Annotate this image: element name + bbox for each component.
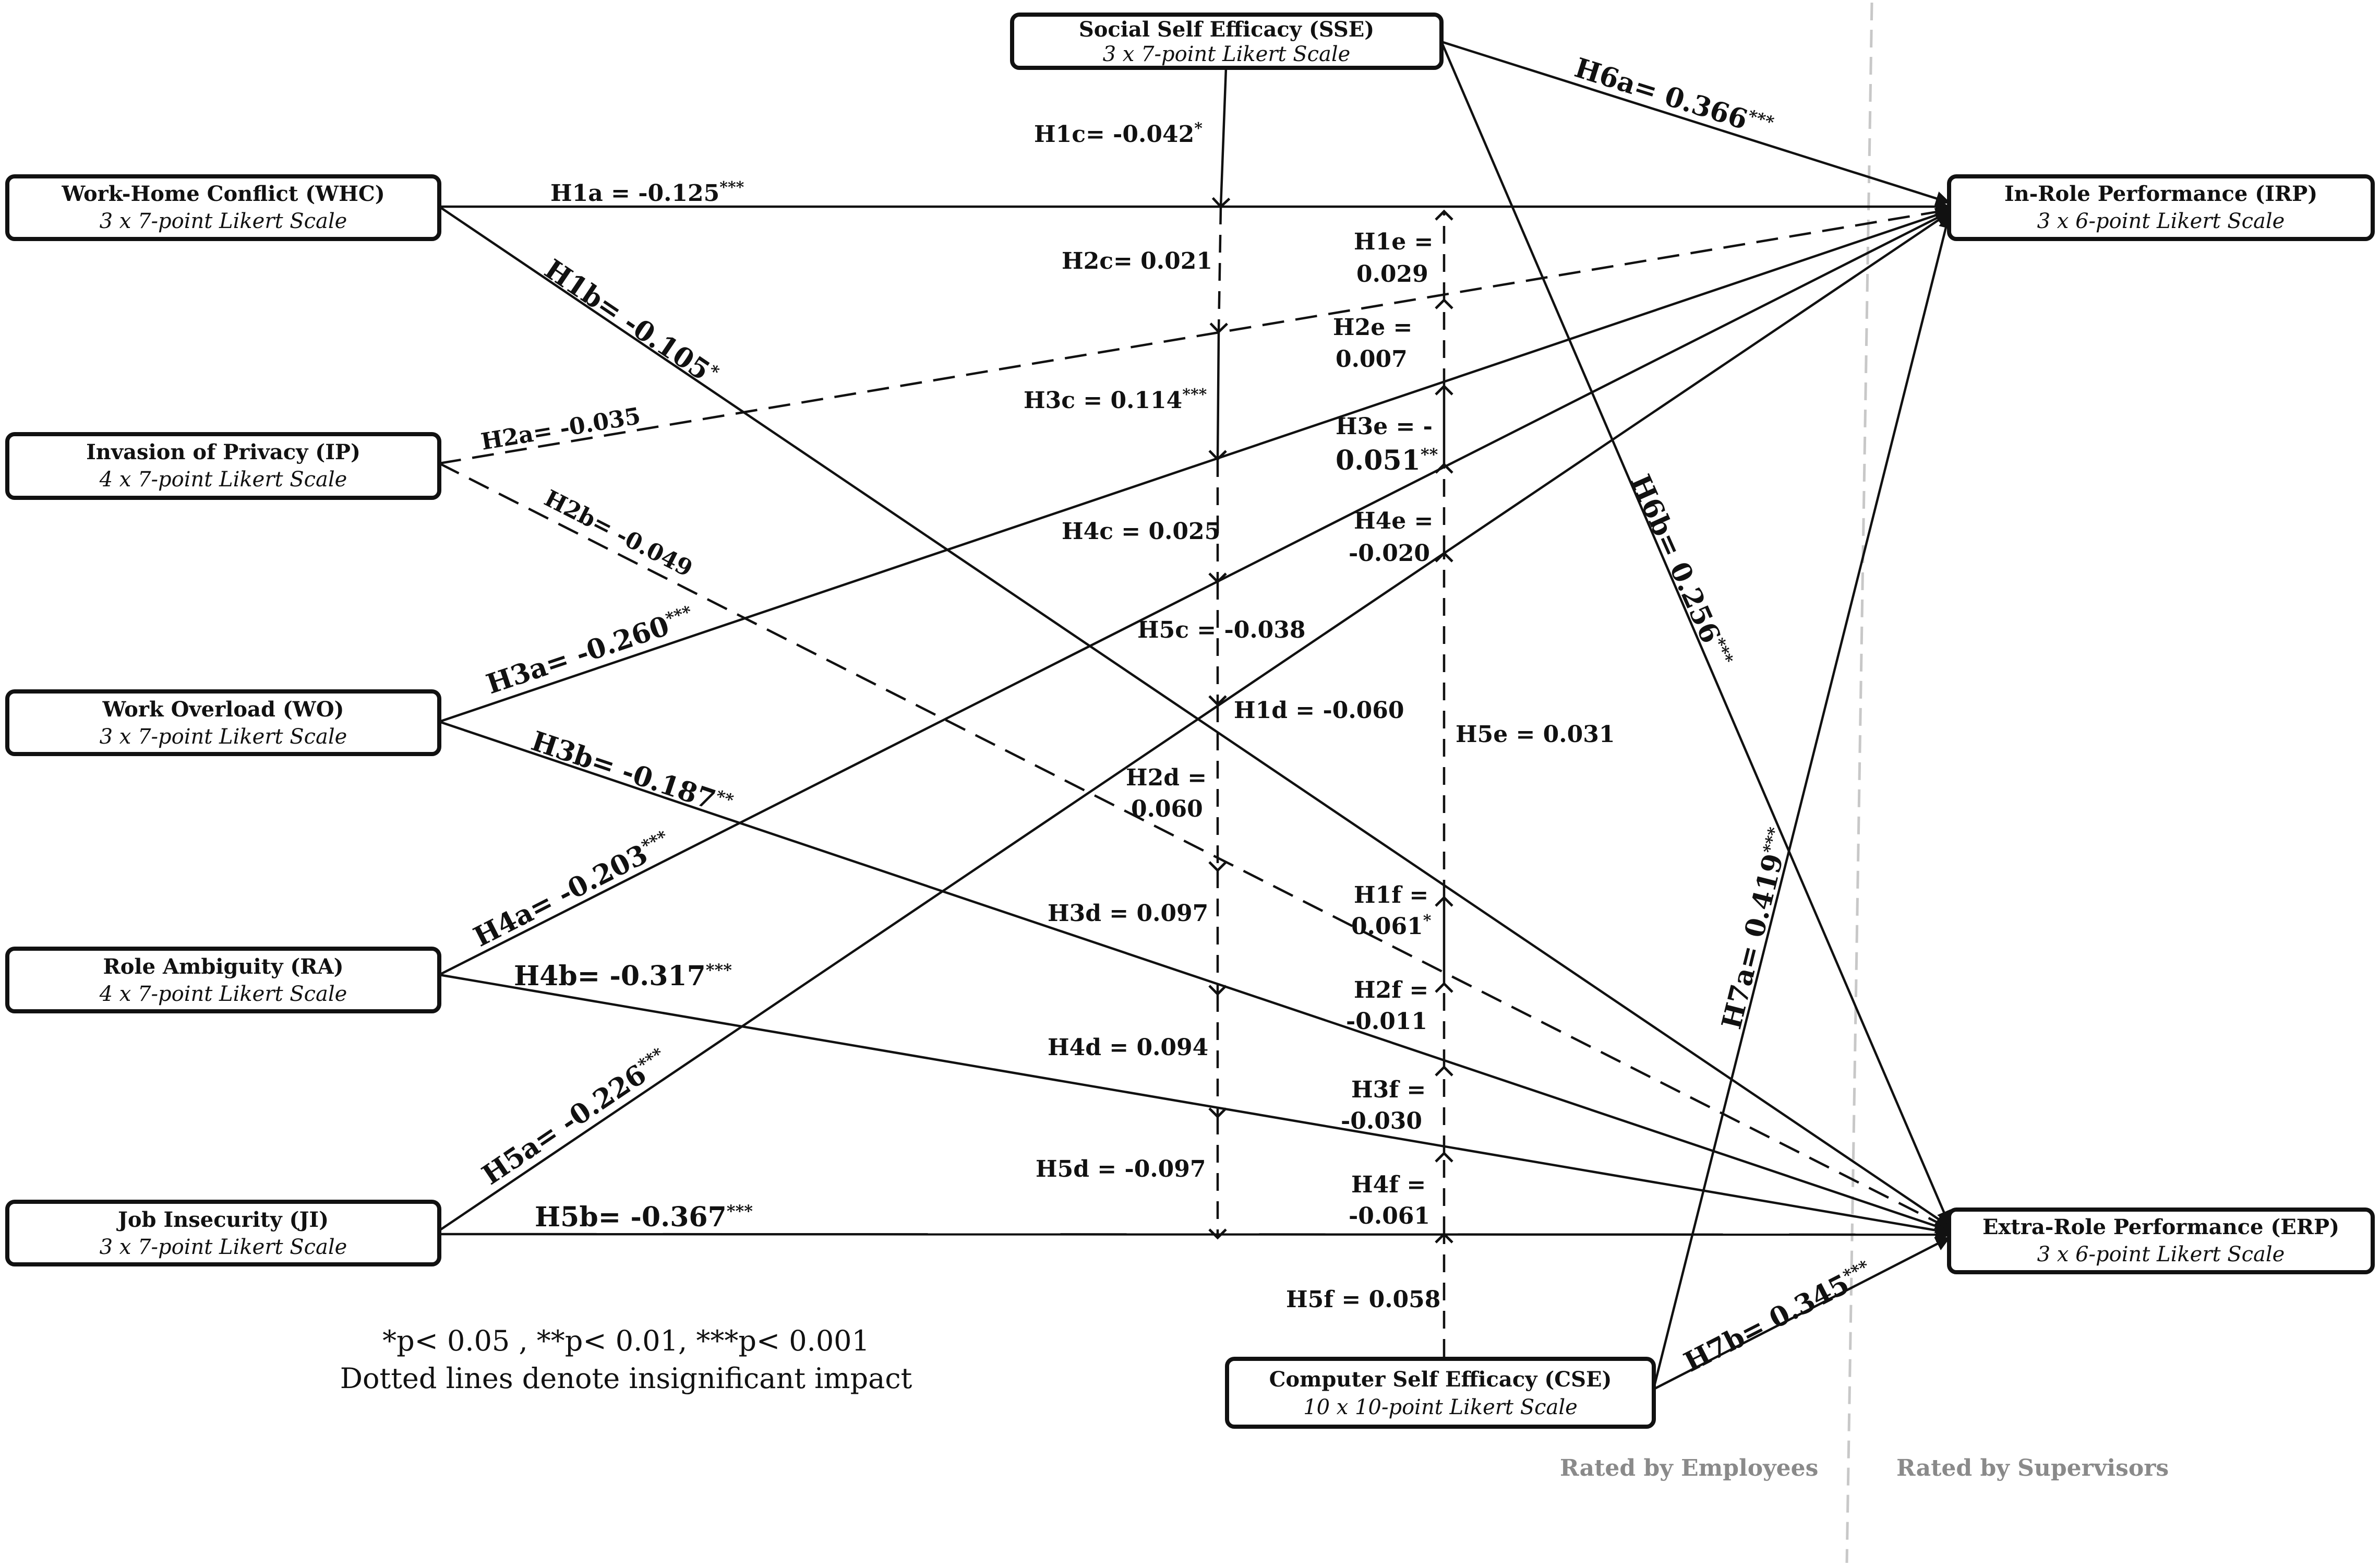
label-h1c: H1c= -0.042* xyxy=(1034,119,1203,148)
label-h5e: H5e = 0.031 xyxy=(1456,721,1615,748)
node-erp-box xyxy=(1947,1208,2375,1274)
label-h1e-line2: 0.029 xyxy=(1356,261,1428,288)
label-h3c: H3c = 0.114*** xyxy=(1024,386,1207,414)
label-h4f-line2: -0.061 xyxy=(1349,1203,1430,1229)
label-h4e-line1: H4e = xyxy=(1354,508,1433,534)
label-h1f-line1: H1f = xyxy=(1354,882,1428,908)
node-cse-scale: 10 x 10-point Likert Scale xyxy=(1303,1395,1578,1419)
label-h2f-line1: H2f = xyxy=(1354,977,1428,1003)
edge-h3b xyxy=(439,720,1951,1234)
node-ip-scale: 4 x 7-point Likert Scale xyxy=(99,468,347,492)
node-sse-scale: 3 x 7-point Likert Scale xyxy=(1103,42,1351,66)
label-h5f: H5f = 0.058 xyxy=(1286,1286,1440,1313)
label-h3b: H3b= -0.187** xyxy=(527,725,736,821)
label-h4f-line1: H4f = xyxy=(1351,1171,1426,1198)
node-wo-scale: 3 x 7-point Likert Scale xyxy=(100,725,347,749)
edge-h7b xyxy=(1653,1236,1951,1391)
label-h1e-line1: H1e = xyxy=(1354,229,1433,255)
node-whc-title: Work-Home Conflict (WHC) xyxy=(61,182,384,206)
label-h4c: H4c = 0.025 xyxy=(1062,518,1220,545)
label-h2b: H2b= -0.049 xyxy=(540,485,696,582)
node-ip-title: Invasion of Privacy (IP) xyxy=(86,440,360,464)
edge-h1b xyxy=(438,206,1951,1227)
label-h2c: H2c= 0.021 xyxy=(1062,248,1212,274)
label-h2f-line2: -0.011 xyxy=(1346,1008,1427,1035)
node-sse-title: Social Self Efficacy (SSE) xyxy=(1079,17,1374,42)
node-erp-scale: 3 x 6-point Likert Scale xyxy=(2037,1242,2285,1266)
sse-spine-h1c xyxy=(1211,67,1231,209)
node-whc-box xyxy=(5,174,441,241)
node-ji-scale: 3 x 7-point Likert Scale xyxy=(100,1235,347,1259)
label-h7a: H7a= 0.419*** xyxy=(1715,825,1796,1032)
edge-h6b xyxy=(1440,41,1951,1226)
edge-h7a xyxy=(1652,213,1953,1389)
rater-divider xyxy=(1845,2,1873,1563)
node-irp-scale: 3 x 6-point Likert Scale xyxy=(2037,209,2285,233)
label-h4b: H4b= -0.317*** xyxy=(514,960,732,992)
sse-spine-h2c xyxy=(1209,206,1228,334)
node-irp-box xyxy=(1947,174,2375,241)
edge-h6a xyxy=(1441,40,1951,206)
node-sse-box xyxy=(1010,13,1444,70)
node-ip-box xyxy=(5,432,441,500)
zone-rated-by-employees: Rated by Employees xyxy=(1560,1455,1818,1481)
label-h4e-line2: -0.020 xyxy=(1349,540,1430,567)
edge-h2b xyxy=(438,462,1951,1230)
label-h1b: H1b= -0.105* xyxy=(539,253,723,392)
node-wo-box xyxy=(5,689,441,756)
legend-dotted-note: Dotted lines denote insignificant impact xyxy=(340,1362,912,1395)
label-h3f-line2: -0.030 xyxy=(1341,1108,1422,1134)
label-h2d-line2: 0.060 xyxy=(1131,796,1203,822)
label-h5c: H5c = -0.038 xyxy=(1137,617,1306,643)
label-h3a: H3a= -0.260*** xyxy=(483,602,698,701)
label-h4d: H4d = 0.094 xyxy=(1048,1034,1208,1061)
zone-rated-by-supervisors: Rated by Supervisors xyxy=(1896,1455,2169,1481)
node-cse-box xyxy=(1225,1357,1656,1429)
label-h1d: H1d = -0.060 xyxy=(1234,697,1404,724)
label-h4a: H4a= -0.203*** xyxy=(468,827,676,953)
edge-h5a xyxy=(438,212,1951,1232)
label-h6b: H6b= 0.256*** xyxy=(1624,470,1737,672)
label-h5d: H5d = -0.097 xyxy=(1036,1156,1206,1182)
label-h7b: H7b= 0.345*** xyxy=(1679,1256,1878,1378)
node-ra-box xyxy=(5,947,441,1013)
label-h2e-line1: H2e = xyxy=(1333,314,1412,341)
node-irp-title: In-Role Performance (IRP) xyxy=(2004,182,2317,206)
label-h3e-line1: H3e = - xyxy=(1336,413,1433,440)
label-h1a: H1a = -0.125*** xyxy=(550,178,744,207)
label-h3d: H3d = 0.097 xyxy=(1048,900,1208,927)
label-h2e-line2: 0.007 xyxy=(1336,346,1408,373)
label-h3f-line1: H3f = xyxy=(1351,1077,1426,1103)
label-h1f-line2: 0.061* xyxy=(1351,912,1432,940)
edge-h4a xyxy=(438,210,1951,976)
edge-h3a xyxy=(439,208,1951,723)
edge-h4b xyxy=(439,973,1951,1238)
node-cse-title: Computer Self Efficacy (CSE) xyxy=(1269,1367,1612,1392)
node-erp-title: Extra-Role Performance (ERP) xyxy=(1982,1215,2339,1239)
node-whc-scale: 3 x 7-point Likert Scale xyxy=(100,209,347,233)
label-h5a: H5a= -0.226*** xyxy=(476,1044,674,1191)
edge-h5b xyxy=(439,1227,1951,1242)
node-ji-box xyxy=(5,1200,441,1266)
label-h2d-line1: H2d = xyxy=(1126,764,1207,791)
label-h3e-line2: 0.051** xyxy=(1336,445,1438,476)
edge-h2a xyxy=(439,205,1951,465)
sse-spine-h3c xyxy=(1208,331,1227,461)
label-h6a: H6a= 0.366*** xyxy=(1571,52,1776,144)
legend-significance: *p< 0.05 , **p< 0.01, ***p< 0.001 xyxy=(382,1324,870,1357)
node-ra-scale: 4 x 7-point Likert Scale xyxy=(99,982,347,1006)
node-wo-title: Work Overload (WO) xyxy=(102,697,344,722)
label-h5b: H5b= -0.367*** xyxy=(535,1201,753,1233)
node-ji-title: Job Insecurity (JI) xyxy=(116,1208,329,1232)
node-ra-title: Role Ambiguity (RA) xyxy=(103,954,343,979)
label-h2a: H2a= -0.035 xyxy=(479,403,642,456)
